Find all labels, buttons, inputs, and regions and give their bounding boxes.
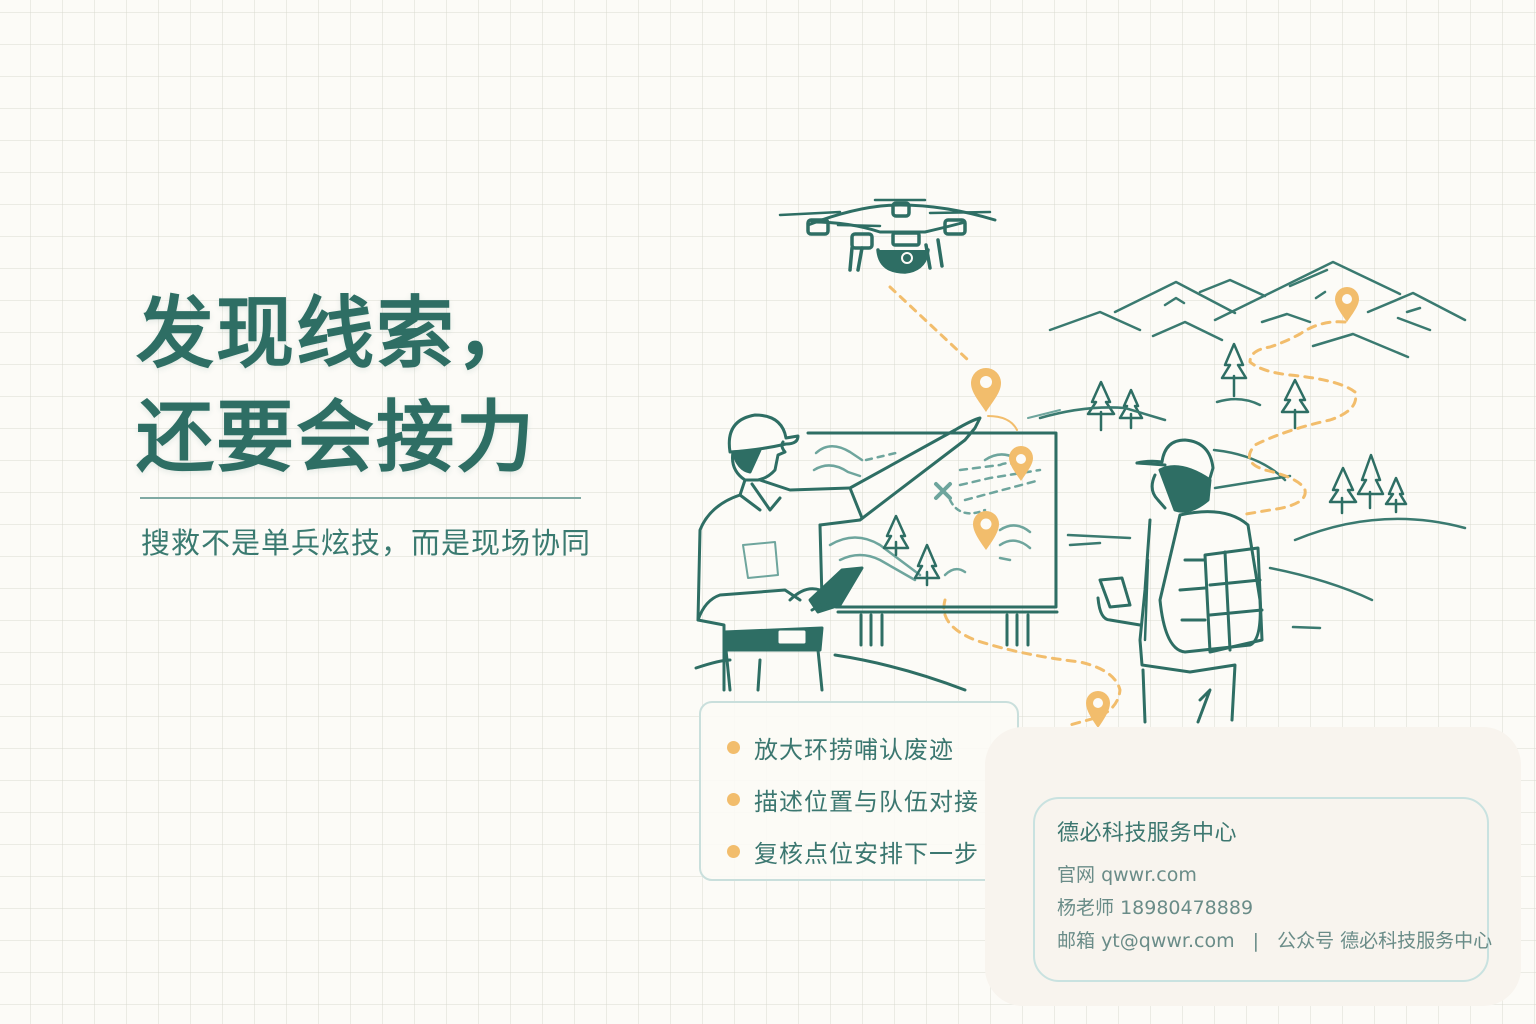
step-item: 放大环捞哺认废迹 (727, 721, 1017, 773)
email-link[interactable]: yt@qwwr.com (1101, 930, 1235, 952)
location-pin-icon (1335, 287, 1359, 322)
phone-number[interactable]: 18980478889 (1120, 897, 1254, 919)
step-label: 描述位置与队伍对接 (754, 787, 979, 816)
headline: 发现线索， 还要会接力 (136, 282, 536, 490)
contact-card: 德必科技服务中心 官网 qwwr.com 杨老师 18980478889 邮箱 … (1033, 797, 1492, 982)
step-item: 复核点位安排下一步 (727, 825, 1017, 877)
tablet-icon (808, 566, 864, 614)
x-mark-icon (934, 482, 952, 500)
email-wechat-line: 邮箱 yt@qwwr.com | 公众号 德必科技服务中心 (1057, 925, 1492, 958)
location-pin-icon (971, 368, 1110, 728)
step-label: 复核点位安排下一步 (754, 839, 979, 868)
subtitle: 搜救不是单兵炫技，而是现场协同 (141, 526, 592, 560)
step-label: 放大环捞哺认废迹 (754, 735, 954, 764)
tree-icon (882, 514, 941, 587)
bullet-dot-icon (727, 792, 740, 806)
steps-list-card: 放大环捞哺认废迹 描述位置与队伍对接 复核点位安排下一步 (699, 701, 1019, 881)
contact-panel-background (985, 727, 1521, 1006)
bullet-dot-icon (727, 844, 740, 858)
phone-icon (1098, 576, 1132, 609)
teacher-label: 杨老师 (1057, 897, 1115, 919)
headline-line-1: 发现线索， (136, 289, 537, 379)
drone-icon (778, 198, 997, 274)
wechat-label: 公众号 (1277, 930, 1335, 952)
tree-icon (1086, 342, 1408, 515)
bullet-dot-icon (727, 740, 740, 754)
headline-line-2: 还要会接力 (136, 393, 537, 483)
org-name: 德必科技服务中心 (1057, 821, 1238, 846)
website-label: 官网 (1057, 864, 1096, 886)
website-link[interactable]: qwwr.com (1101, 864, 1197, 886)
step-item: 描述位置与队伍对接 (727, 773, 1017, 825)
website-line: 官网 qwwr.com (1057, 859, 1487, 892)
headline-divider (140, 497, 581, 499)
phone-line: 杨老师 18980478889 (1057, 892, 1487, 925)
separator: | (1252, 930, 1260, 952)
email-label: 邮箱 (1057, 930, 1096, 952)
wechat-account: 德必科技服务中心 (1340, 930, 1493, 952)
